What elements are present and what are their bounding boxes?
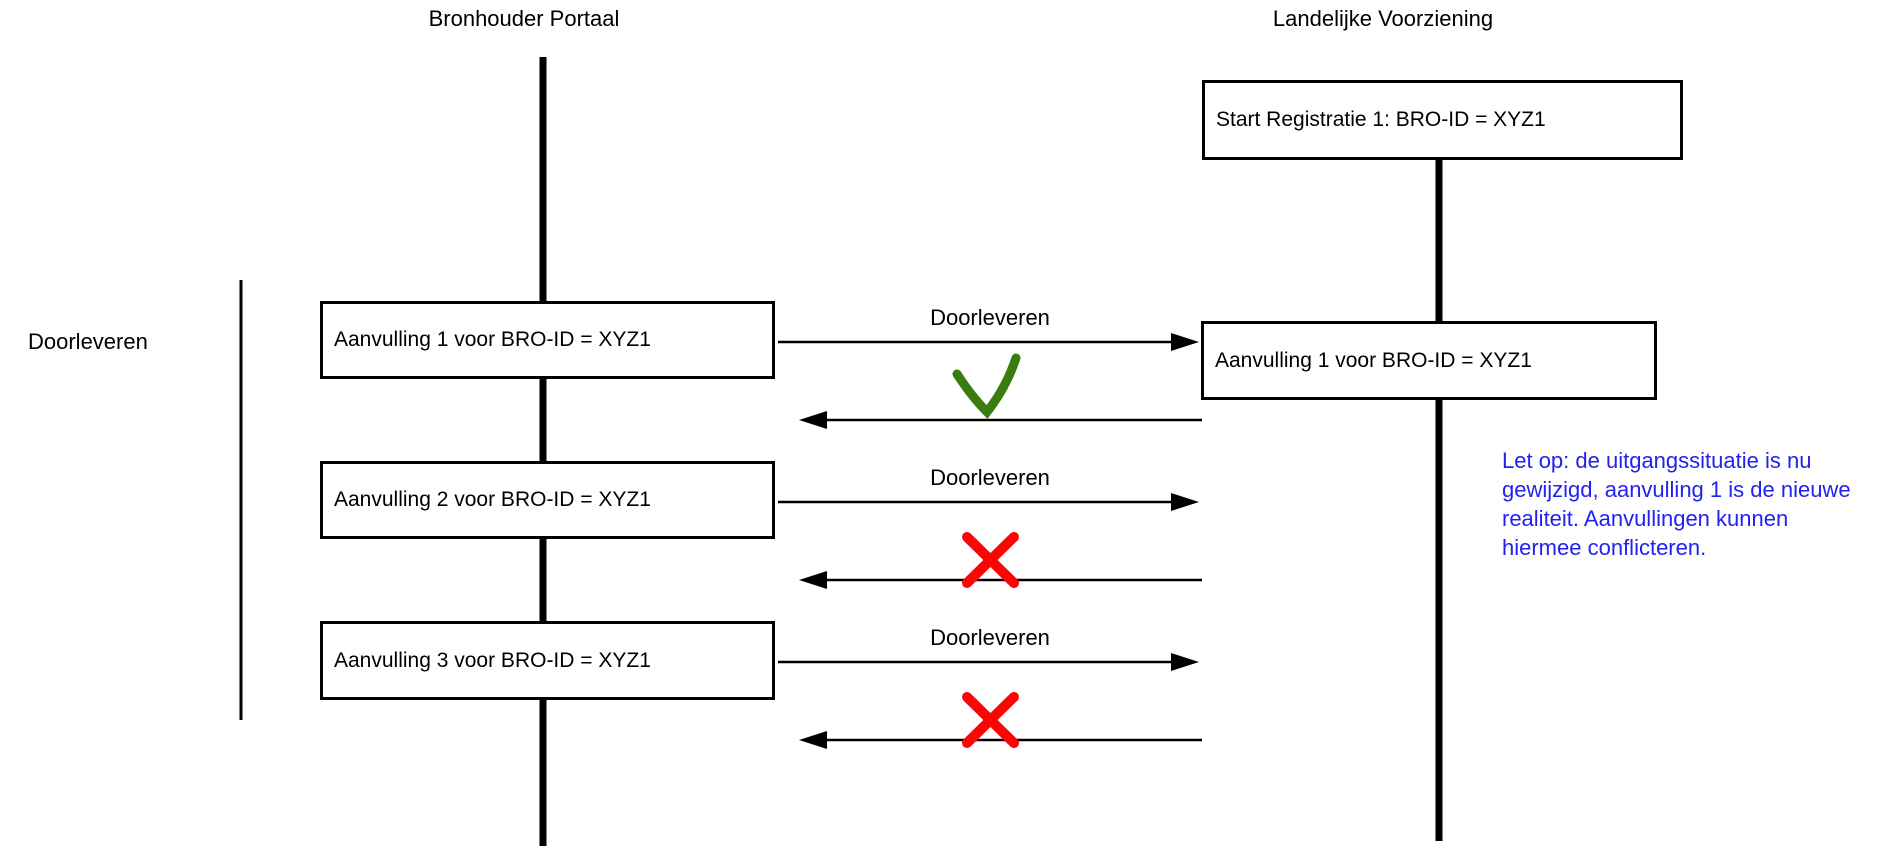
actor-title-landelijke-voorziening: Landelijke Voorziening [1272,6,1494,31]
box-aanvulling-1-lv-text: Aanvulling 1 voor BRO-ID = XYZ1 [1215,348,1532,372]
box-aanvulling-3-text: Aanvulling 3 voor BRO-ID = XYZ1 [334,648,651,672]
box-aanvulling-3: Aanvulling 3 voor BRO-ID = XYZ1 [320,621,775,700]
cross-icon-stroke-2 [962,532,1019,588]
note-line-2: gewijzigd, aanvulling 1 is de nieuwe [1502,477,1851,502]
note-conflict-warning: Let op: de uitgangssituatie is nu gewijz… [1502,446,1902,562]
arrow-return-1-head [799,411,827,429]
box-aanvulling-2: Aanvulling 2 voor BRO-ID = XYZ1 [320,461,775,539]
arrow-doorleveren-2 [778,493,1199,511]
box-aanvulling-1-text: Aanvulling 1 voor BRO-ID = XYZ1 [334,328,651,351]
box-aanvulling-2-text: Aanvulling 2 voor BRO-ID = XYZ1 [334,488,651,511]
group-label-doorleveren: Doorleveren [28,329,148,354]
arrow-label-doorleveren-2: Doorleveren [930,465,1050,490]
arrow-doorleveren-2-head [1171,493,1199,511]
arrow-label-doorleveren-1: Doorleveren [930,305,1050,330]
arrow-doorleveren-3 [778,653,1199,671]
actor-title-bronhouder-portaal: Bronhouder Portaal [428,6,620,31]
box-aanvulling-1: Aanvulling 1 voor BRO-ID = XYZ1 [320,301,775,379]
arrow-doorleveren-3-head [1171,653,1199,671]
note-line-1: Let op: de uitgangssituatie is nu [1502,448,1812,473]
cross-icon [962,532,1019,588]
arrow-return-2-head [799,571,827,589]
check-icon [952,353,1021,419]
note-line-3: realiteit. Aanvullingen kunnen [1502,506,1789,531]
cross-icon [962,692,1019,748]
arrow-doorleveren-1 [778,333,1199,351]
note-line-4: hiermee conflicteren. [1502,535,1707,560]
arrow-label-doorleveren-3: Doorleveren [930,625,1050,650]
box-aanvulling-1-landelijke-voorziening: Aanvulling 1 voor BRO-ID = XYZ1 [1201,321,1657,400]
arrow-doorleveren-1-head [1171,333,1199,351]
box-start-registratie: Start Registratie 1: BRO-ID = XYZ1 [1202,80,1683,160]
arrow-return-3-head [799,731,827,749]
arrow-return-1 [799,411,1202,429]
box-start-registratie-text: Start Registratie 1: BRO-ID = XYZ1 [1216,108,1546,131]
cross-icon-stroke-2 [962,692,1019,748]
